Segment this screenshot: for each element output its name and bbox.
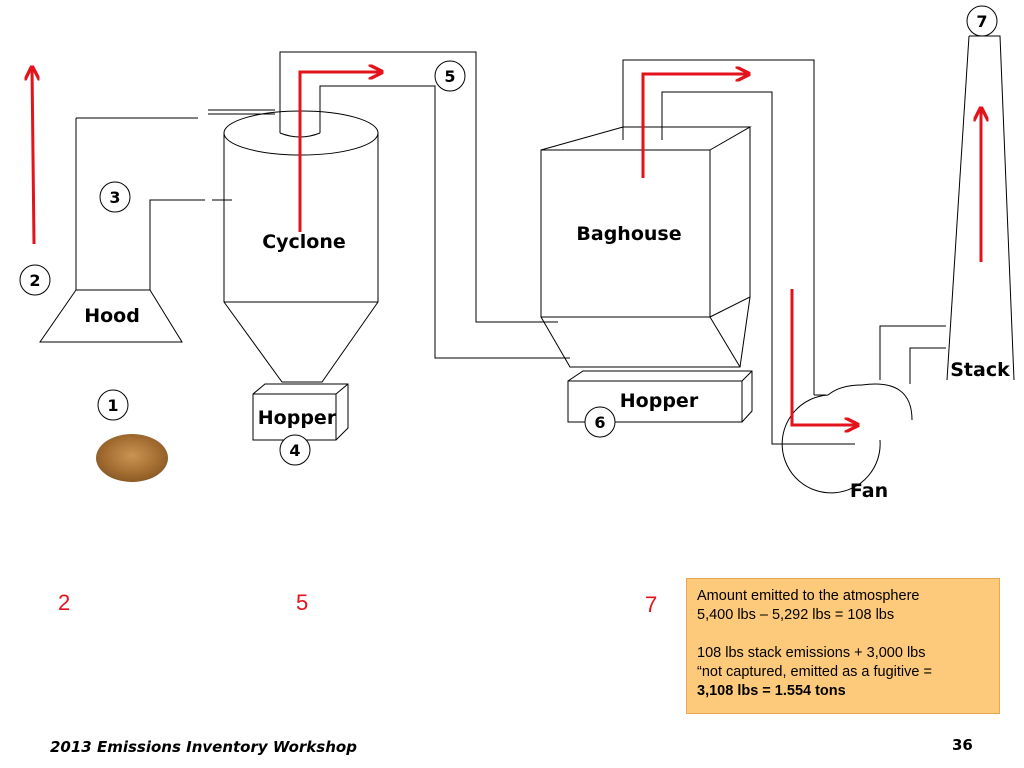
baghouse-label: Baghouse [576, 223, 681, 245]
red-step-number-7: 7 [645, 592, 658, 617]
baghouse-shape [540, 126, 752, 368]
stack-label: Stack [950, 359, 1010, 381]
point-marker-7: 7 [966, 5, 998, 37]
fan-label: Fan [850, 480, 888, 502]
hood-label: Hood [84, 305, 140, 327]
note-line-3: 108 lbs stack emissions + 3,000 lbs [697, 645, 926, 661]
dust-pile [96, 434, 168, 482]
baghouse-duct [622, 59, 855, 445]
red-step-number-2: 2 [58, 590, 71, 615]
svg-text:2: 2 [29, 271, 40, 290]
cyclone-hopper-shape [252, 383, 349, 441]
red-step-number-5: 5 [296, 590, 309, 615]
note-result-line: 3,108 lbs = 1.554 tons [697, 683, 846, 699]
svg-text:5: 5 [444, 67, 455, 86]
cyclone-outlet-duct [279, 51, 570, 359]
hood-shape [39, 109, 275, 343]
svg-text:3: 3 [109, 188, 120, 207]
point-marker-4: 4 [279, 434, 311, 466]
point-marker-5: 5 [434, 60, 466, 92]
svg-text:1: 1 [107, 396, 118, 415]
note-line-2: 5,400 lbs – 5,292 lbs = 108 lbs [697, 607, 895, 623]
point-marker-2: 2 [19, 264, 51, 296]
cyclone-hopper-label: Hopper [258, 407, 337, 429]
flow-arrows [32, 67, 981, 425]
fan-shape [781, 325, 946, 494]
svg-text:7: 7 [976, 12, 987, 31]
cyclone-flow-arrow [298, 72, 382, 232]
emission-calculation-note: Amount emitted to the atmosphere 5,400 l… [686, 578, 1000, 714]
note-line-1: Amount emitted to the atmosphere [697, 588, 920, 604]
svg-text:4: 4 [289, 441, 300, 460]
fugitive-flow-arrow [32, 67, 34, 245]
point-marker-1: 1 [97, 389, 129, 421]
baghouse-flow-arrow [641, 74, 749, 178]
point-marker-3: 3 [99, 181, 131, 213]
baghouse-hopper-shape [567, 370, 753, 423]
baghouse-hopper-label: Hopper [620, 390, 699, 412]
footer-workshop-title: 2013 Emissions Inventory Workshop [50, 738, 357, 756]
fan-flow-arrow [790, 289, 858, 425]
svg-text:6: 6 [594, 413, 605, 432]
note-line-4: “not captured, emitted as a fugitive = [697, 664, 932, 680]
point-marker-6: 6 [584, 406, 616, 438]
cyclone-label: Cyclone [262, 231, 346, 253]
slide-page-number: 36 [952, 736, 973, 754]
